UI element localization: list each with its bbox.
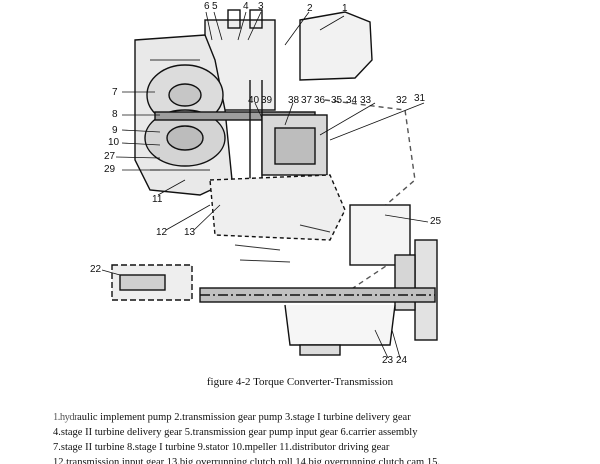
callout-12: 12 bbox=[156, 227, 168, 238]
callout-22: 22 bbox=[90, 264, 102, 275]
callout-1: 1 bbox=[342, 3, 348, 14]
callout-3: 3 bbox=[258, 1, 264, 12]
legend-line-1-text: aulic implement pump 2.transmission gear… bbox=[77, 412, 411, 423]
callout-35: 35 bbox=[331, 95, 343, 106]
callout-40: 40 bbox=[248, 95, 260, 106]
callout-13: 13 bbox=[184, 227, 196, 238]
legend-line-2: 4.stage II turbine delivery gear 5.trans… bbox=[53, 427, 418, 438]
callout-5: 5 bbox=[212, 1, 218, 12]
callout-25: 25 bbox=[430, 216, 442, 227]
legend-line-3: 7.stage II turbine 8.stage I turbine 9.s… bbox=[53, 442, 390, 453]
callout-27: 27 bbox=[104, 151, 116, 162]
figure-caption: figure 4-2 Torque Converter-Transmission bbox=[206, 376, 394, 388]
callout-36: 36 bbox=[314, 95, 326, 106]
callout-33: 33 bbox=[360, 95, 372, 106]
callout-24: 24 bbox=[396, 355, 408, 366]
callout-8: 8 bbox=[112, 109, 118, 120]
legend-line-4: 12.transmission input gear 13.big overru… bbox=[53, 457, 440, 464]
torque-converter-drawing bbox=[101, 9, 438, 359]
callout-34: 34 bbox=[346, 95, 358, 106]
legend-line-1: 1.hydraulic implement pump 2.transmissio… bbox=[53, 410, 593, 425]
callout-11: 11 bbox=[152, 194, 163, 205]
callout-9: 9 bbox=[112, 125, 118, 136]
callout-29: 29 bbox=[104, 164, 116, 175]
callout-6: 6 bbox=[204, 1, 210, 12]
legend-smudge: 1.hydr bbox=[53, 412, 78, 423]
callout-7: 7 bbox=[112, 87, 118, 98]
callout-10: 10 bbox=[108, 137, 120, 148]
callout-38: 38 bbox=[288, 95, 300, 106]
callout-31: 31 bbox=[414, 93, 426, 104]
callout-32: 32 bbox=[396, 95, 408, 106]
callout-37: 37 bbox=[301, 95, 313, 106]
parts-legend: 1.hydraulic implement pump 2.transmissio… bbox=[53, 410, 593, 464]
callout-23: 23 bbox=[382, 355, 394, 366]
callout-39: 39 bbox=[261, 95, 273, 106]
callout-4: 4 bbox=[243, 1, 249, 12]
callout-2: 2 bbox=[307, 3, 313, 14]
